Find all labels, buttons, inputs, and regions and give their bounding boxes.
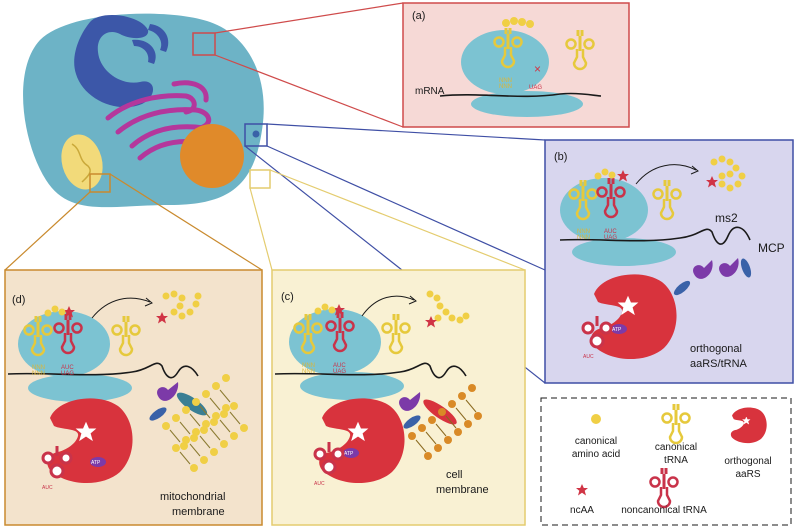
legend-ncaa-marker — [576, 484, 588, 496]
legend-ncaa-label: ncAA — [570, 505, 594, 516]
panel-c: (c) NNN NNN AUC UAG — [271, 269, 526, 526]
released-peptide-d — [162, 290, 202, 320]
caption-b-line2: aaRS/tRNA — [690, 358, 748, 370]
legend: canonical amino acid canonical tRNA orth… — [540, 397, 792, 526]
atp-c: ATP — [344, 451, 354, 457]
peptide-chain-d-attached — [44, 305, 66, 317]
stop-codon-a: UAG — [529, 85, 542, 91]
zoom-box-a — [192, 32, 216, 56]
mrna-strand-c — [274, 362, 467, 379]
codon-bottom-a: NNN — [499, 84, 512, 90]
mrna-label: mRNA — [415, 86, 445, 97]
free-trna-anticodon-d: AUC — [42, 485, 53, 491]
caption-b-line1: orthogonal — [690, 343, 742, 355]
anticodon-d: AUC — [61, 365, 74, 371]
free-trna-anticodon-c: AUC — [314, 481, 325, 487]
caption-d-line1: mitochondrial — [160, 491, 225, 503]
released-peptide-b — [710, 155, 746, 192]
connector-b-top — [266, 123, 546, 141]
ribosome-dot — [252, 130, 260, 138]
reaction-arrow-c — [361, 295, 415, 317]
ms2-hairpin-c — [399, 392, 421, 411]
legend-orthogonal-line2: aaRS — [735, 469, 760, 480]
panel-c-label: (c) — [281, 291, 294, 303]
legend-canonical-trna-marker — [661, 402, 691, 445]
panel-b: (b) NNN NNN AUC UAG ms2 MCP ATP — [544, 139, 794, 384]
codon-top-c: NNN — [302, 363, 315, 369]
panel-d-label: (d) — [12, 294, 25, 306]
caption-c-line1: cell — [446, 469, 463, 481]
panel-b-label: (b) — [554, 151, 567, 163]
connector-c-right — [269, 169, 526, 271]
legend-noncanonical-trna-marker — [649, 466, 679, 509]
connector-c-left — [249, 187, 273, 271]
connector-d-right — [109, 173, 263, 271]
released-peptide-c — [426, 290, 470, 324]
codon-top-a: NNN — [499, 78, 512, 84]
atp-d: ATP — [91, 460, 101, 466]
caption-d-line2: membrane — [172, 506, 225, 518]
codon-top-b: NNN — [577, 229, 590, 235]
peptide-chain-b-attached — [594, 168, 616, 180]
ms2-hairpin-b1 — [693, 260, 713, 279]
codon-bottom-d: NNN — [32, 371, 45, 377]
legend-amino-acid-marker — [591, 414, 601, 424]
zoom-box-d — [89, 173, 111, 193]
codon-b: UAG — [604, 235, 617, 241]
connector-d-left — [4, 191, 91, 271]
codon-c: UAG — [333, 369, 346, 375]
legend-aars-marker — [730, 407, 767, 444]
zoom-box-b — [244, 123, 268, 147]
zoom-box-c — [249, 169, 271, 189]
free-trna-anticodon-b: AUC — [583, 354, 594, 360]
mcp-protein-b — [740, 258, 752, 278]
connector-a-top — [214, 2, 404, 34]
legend-noncanonical-trna-label: noncanonical tRNA — [621, 505, 707, 516]
codon-bottom-b: NNN — [577, 235, 590, 241]
panel-a-label: (a) — [412, 10, 425, 22]
golgi — [74, 15, 169, 108]
caption-c-line2: membrane — [436, 484, 489, 496]
mrna-strand — [439, 92, 602, 98]
legend-canonical-trna-line2: tRNA — [664, 455, 688, 466]
nucleus — [180, 124, 244, 188]
mrna-strand-d — [7, 362, 199, 379]
peptide-chain-c-attached — [314, 303, 336, 315]
mcp-label: MCP — [758, 241, 785, 255]
legend-canonical-aa-line1: canonical — [575, 436, 617, 447]
legend-canonical-trna-line1: canonical — [655, 442, 697, 453]
panel-d: (d) NNN NNN AUC UAG — [4, 269, 263, 526]
connector-a-bottom — [214, 54, 404, 128]
ms2-hairpin-d — [157, 382, 179, 401]
block-cross: × — [534, 62, 541, 76]
membrane-anchor-d — [176, 392, 208, 416]
cell — [23, 13, 264, 208]
mitochondrial-membrane-bilayer — [162, 374, 248, 472]
reaction-arrow-d — [91, 297, 151, 319]
endoplasmic-reticulum — [105, 80, 212, 161]
anticodon-b: AUC — [604, 229, 617, 235]
linker-d — [149, 407, 167, 421]
mrna-strand-b — [559, 226, 751, 245]
linker-b — [673, 280, 691, 296]
reaction-arrow-b — [635, 164, 697, 185]
legend-canonical-aa-line2: amino acid — [572, 449, 620, 460]
cell-membrane-bilayer — [408, 384, 482, 460]
connector-b-mid — [266, 145, 546, 271]
mitochondrion — [61, 134, 103, 190]
codon-top-d: NNN — [32, 365, 45, 371]
amino-acid-chain — [502, 17, 534, 28]
legend-orthogonal-line1: orthogonal — [724, 456, 771, 467]
atp-b: ATP — [612, 327, 622, 333]
ms2-label: ms2 — [715, 211, 738, 225]
panel-a: (a) mRNA NNN NNN × UAG — [402, 2, 630, 128]
ms2-hairpin-b2 — [719, 258, 739, 277]
codon-d: UAG — [61, 371, 74, 377]
codon-bottom-c: NNN — [302, 369, 315, 375]
anticodon-c: AUC — [333, 363, 346, 369]
linker-c — [403, 415, 421, 429]
